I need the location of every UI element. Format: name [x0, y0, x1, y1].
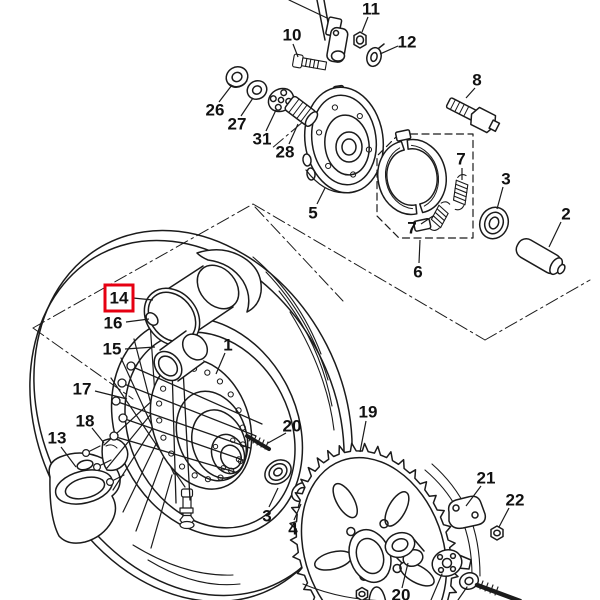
part-label-6[interactable]: 6	[413, 263, 422, 282]
kit-boundary-box	[376, 133, 474, 239]
hub-cover-group	[143, 249, 262, 382]
svg-text:15: 15	[103, 340, 122, 359]
part-label-11[interactable]: 11	[362, 0, 380, 19]
svg-text:22: 22	[506, 491, 525, 510]
part-label-22[interactable]: 22	[506, 491, 525, 510]
part-label-7[interactable]: 7	[407, 219, 416, 238]
valve-stem	[179, 488, 195, 530]
clip-16	[145, 311, 159, 327]
part-label-18[interactable]: 18	[76, 412, 95, 431]
shoe-spring-upper	[452, 174, 469, 211]
part-label-21[interactable]: 21	[477, 469, 496, 488]
part-label-5[interactable]: 5	[308, 204, 317, 223]
part-label-10[interactable]: 10	[283, 26, 302, 45]
part-label-20[interactable]: 20	[392, 586, 411, 600]
part-label-19[interactable]: 19	[359, 403, 378, 422]
leader-lines	[60, 16, 562, 589]
flange-nut-26	[225, 65, 249, 89]
adjuster-washer	[458, 572, 480, 590]
svg-text:28: 28	[276, 143, 295, 162]
puller-nut	[490, 525, 504, 541]
part-label-28[interactable]: 28	[276, 143, 295, 162]
part-label-3[interactable]: 3	[262, 507, 271, 526]
cam-bolt	[292, 53, 328, 71]
part-label-1[interactable]: 1	[223, 336, 232, 355]
cover-15	[153, 330, 209, 382]
svg-text:20: 20	[392, 586, 411, 600]
part-label-4[interactable]: 4	[288, 520, 298, 539]
part-label-14[interactable]: 14	[103, 283, 135, 313]
svg-text:20: 20	[283, 417, 302, 436]
svg-text:5: 5	[308, 204, 317, 223]
part-label-3[interactable]: 3	[501, 170, 510, 189]
svg-text:17: 17	[73, 380, 92, 399]
part-label-16[interactable]: 16	[104, 314, 123, 333]
svg-text:8: 8	[472, 71, 481, 90]
brake-shoes	[377, 129, 447, 232]
svg-text:7: 7	[456, 150, 465, 169]
lock-washer	[366, 43, 385, 68]
svg-text:10: 10	[283, 26, 302, 45]
svg-text:12: 12	[398, 33, 417, 52]
svg-text:11: 11	[362, 0, 380, 19]
part-label-17[interactable]: 17	[73, 380, 92, 399]
svg-text:16: 16	[104, 314, 123, 333]
chain-puller	[447, 495, 487, 530]
part-label-8[interactable]: 8	[472, 71, 481, 90]
part-label-20[interactable]: 20	[283, 417, 302, 436]
wheel-bearing	[264, 459, 292, 485]
svg-text:3: 3	[501, 170, 510, 189]
svg-text:31: 31	[253, 130, 272, 149]
shoe-spring-lower	[429, 201, 451, 231]
brake-adjuster-8	[445, 97, 501, 134]
svg-text:1: 1	[223, 336, 232, 355]
rim-section	[48, 437, 129, 544]
svg-text:2: 2	[561, 205, 570, 224]
cover-flange	[196, 249, 262, 313]
part-label-12[interactable]: 12	[398, 33, 417, 52]
svg-text:3: 3	[262, 507, 271, 526]
washer-27	[246, 79, 268, 101]
part-label-27[interactable]: 27	[228, 115, 247, 134]
part-label-31[interactable]: 31	[253, 130, 272, 149]
svg-text:19: 19	[359, 403, 378, 422]
brake-shoe-kit	[376, 129, 474, 239]
part-label-26[interactable]: 26	[206, 101, 225, 120]
hub	[149, 358, 271, 490]
cutoff-leader-stubs	[288, 0, 468, 600]
svg-text:26: 26	[206, 101, 225, 120]
svg-text:21: 21	[477, 469, 496, 488]
small-nut-bottom	[355, 586, 369, 600]
brake-panel	[292, 0, 385, 194]
svg-text:4: 4	[288, 520, 298, 539]
spacer-2	[515, 238, 566, 276]
part-label-13[interactable]: 13	[48, 429, 67, 448]
part-label-15[interactable]: 15	[103, 340, 122, 359]
selected-part-highlight	[103, 283, 135, 313]
svg-text:13: 13	[48, 429, 67, 448]
svg-text:7: 7	[407, 219, 416, 238]
svg-text:6: 6	[413, 263, 422, 282]
part-label-7[interactable]: 7	[456, 150, 465, 169]
cam-nut	[353, 31, 367, 49]
cam-adjuster	[431, 549, 472, 577]
bearing-3-top	[478, 206, 510, 240]
svg-text:18: 18	[76, 412, 95, 431]
adjuster-bolt	[474, 580, 523, 600]
boss-28	[284, 95, 319, 127]
part-label-2[interactable]: 2	[561, 205, 570, 224]
sprocket-collar	[384, 531, 425, 568]
cush-parts	[225, 65, 319, 127]
svg-text:27: 27	[228, 115, 247, 134]
axle-stud	[245, 433, 271, 451]
svg-text:14: 14	[110, 289, 129, 308]
